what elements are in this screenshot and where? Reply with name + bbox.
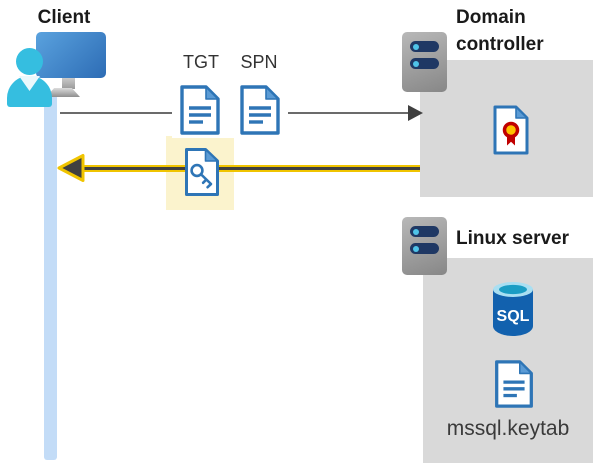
sql-database-icon: SQL — [493, 282, 533, 336]
server-led-icon — [413, 43, 419, 50]
domain-controller-server-icon — [402, 32, 447, 92]
client-timeline-bar — [44, 92, 57, 460]
server-led-icon — [413, 245, 419, 252]
person-icon — [16, 48, 43, 75]
domain-controller-label: Domain controller — [456, 7, 544, 55]
tgt-document-icon — [180, 85, 220, 135]
certificate-icon — [493, 105, 529, 155]
server-slot — [410, 58, 439, 69]
response-arrowhead-icon — [57, 154, 85, 182]
spn-document-icon — [240, 85, 280, 135]
request-arrowhead-icon — [408, 105, 423, 121]
linux-server-label: Linux server — [456, 228, 569, 249]
tgt-label: TGT — [183, 52, 219, 72]
keytab-document-icon — [495, 360, 533, 408]
linux-server-icon — [402, 217, 447, 275]
server-slot — [410, 226, 439, 237]
server-slot — [410, 243, 439, 254]
monitor-stand-base — [46, 88, 80, 97]
client-label: Client — [37, 7, 91, 28]
server-led-icon — [413, 228, 419, 235]
monitor-stand-neck — [62, 78, 75, 89]
keytab-filename-label: mssql.keytab — [446, 417, 570, 440]
response-arrow-line — [76, 165, 420, 172]
key-document-icon — [185, 148, 219, 196]
monitor-icon — [36, 32, 106, 78]
server-led-icon — [413, 60, 419, 67]
spn-label: SPN — [240, 52, 278, 72]
sql-badge-text: SQL — [497, 308, 530, 325]
server-slot — [410, 41, 439, 52]
